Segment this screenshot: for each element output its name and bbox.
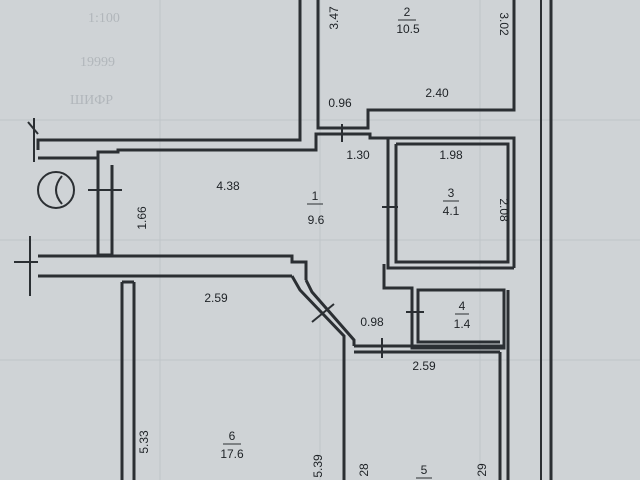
wall-room5-top bbox=[354, 344, 504, 354]
dimension-label: 29 bbox=[475, 463, 489, 477]
wall-middle-horizontal bbox=[38, 254, 308, 280]
dimension-label: 2.40 bbox=[425, 86, 449, 100]
background-text-1: 1:100 bbox=[88, 11, 120, 26]
room-label-4: 4 1.4 bbox=[454, 299, 471, 331]
wall-corridor-top bbox=[38, 132, 516, 268]
room-label-1: 1 9.6 bbox=[307, 189, 325, 227]
wall-room6 bbox=[120, 280, 136, 480]
stair-arrow-icon bbox=[55, 175, 63, 205]
room-label-2: 2 10.5 bbox=[396, 5, 420, 36]
room-number: 4 bbox=[459, 299, 466, 313]
wall-room3-left bbox=[386, 138, 514, 270]
dimension-label: 1.66 bbox=[135, 206, 149, 230]
room-number: 2 bbox=[404, 5, 411, 19]
background-text-2: 19999 bbox=[80, 55, 115, 70]
door-diagonal-mark bbox=[311, 303, 335, 323]
dimension-label: 2.59 bbox=[412, 359, 436, 373]
wall-top-left bbox=[36, 0, 302, 150]
room-area: 10.5 bbox=[396, 22, 420, 36]
dimension-label: 3.47 bbox=[327, 6, 341, 30]
room-label-6: 6 17.6 bbox=[220, 429, 244, 461]
room-number: 5 bbox=[421, 463, 428, 477]
wall-top-room2-left bbox=[316, 0, 516, 130]
room-area: 1.4 bbox=[454, 317, 471, 331]
dimension-label: 4.38 bbox=[216, 179, 240, 193]
wall-room4 bbox=[382, 264, 506, 350]
room-number: 3 bbox=[448, 186, 455, 200]
room-area: 9.6 bbox=[308, 213, 325, 227]
dimension-label: 1.98 bbox=[439, 148, 463, 162]
dimension-label: 1.30 bbox=[346, 148, 370, 162]
dimension-label: 0.96 bbox=[328, 96, 352, 110]
dimension-label: 2.59 bbox=[204, 291, 228, 305]
stair-circle-icon bbox=[37, 171, 75, 209]
wall-room4-outer bbox=[498, 290, 510, 480]
dimension-label: 0.98 bbox=[360, 315, 384, 329]
dimension-label: 3.02 bbox=[497, 12, 511, 36]
background-text-3: ШИФР bbox=[70, 93, 113, 108]
room-area: 17.6 bbox=[220, 447, 244, 461]
room-area: 4.1 bbox=[443, 204, 460, 218]
room-label-3: 3 4.1 bbox=[443, 186, 460, 218]
dimension-label: 5.33 bbox=[137, 430, 151, 454]
dimension-label: 5.39 bbox=[311, 454, 325, 478]
room-number: 1 bbox=[312, 189, 319, 203]
dimension-label: 28 bbox=[357, 463, 371, 477]
room-label-5: 5 bbox=[416, 463, 432, 479]
wall-room3-inner bbox=[394, 142, 510, 264]
dimension-label: 2.08 bbox=[497, 198, 511, 222]
wall-diagonal bbox=[290, 275, 356, 480]
room-number: 6 bbox=[229, 429, 236, 443]
